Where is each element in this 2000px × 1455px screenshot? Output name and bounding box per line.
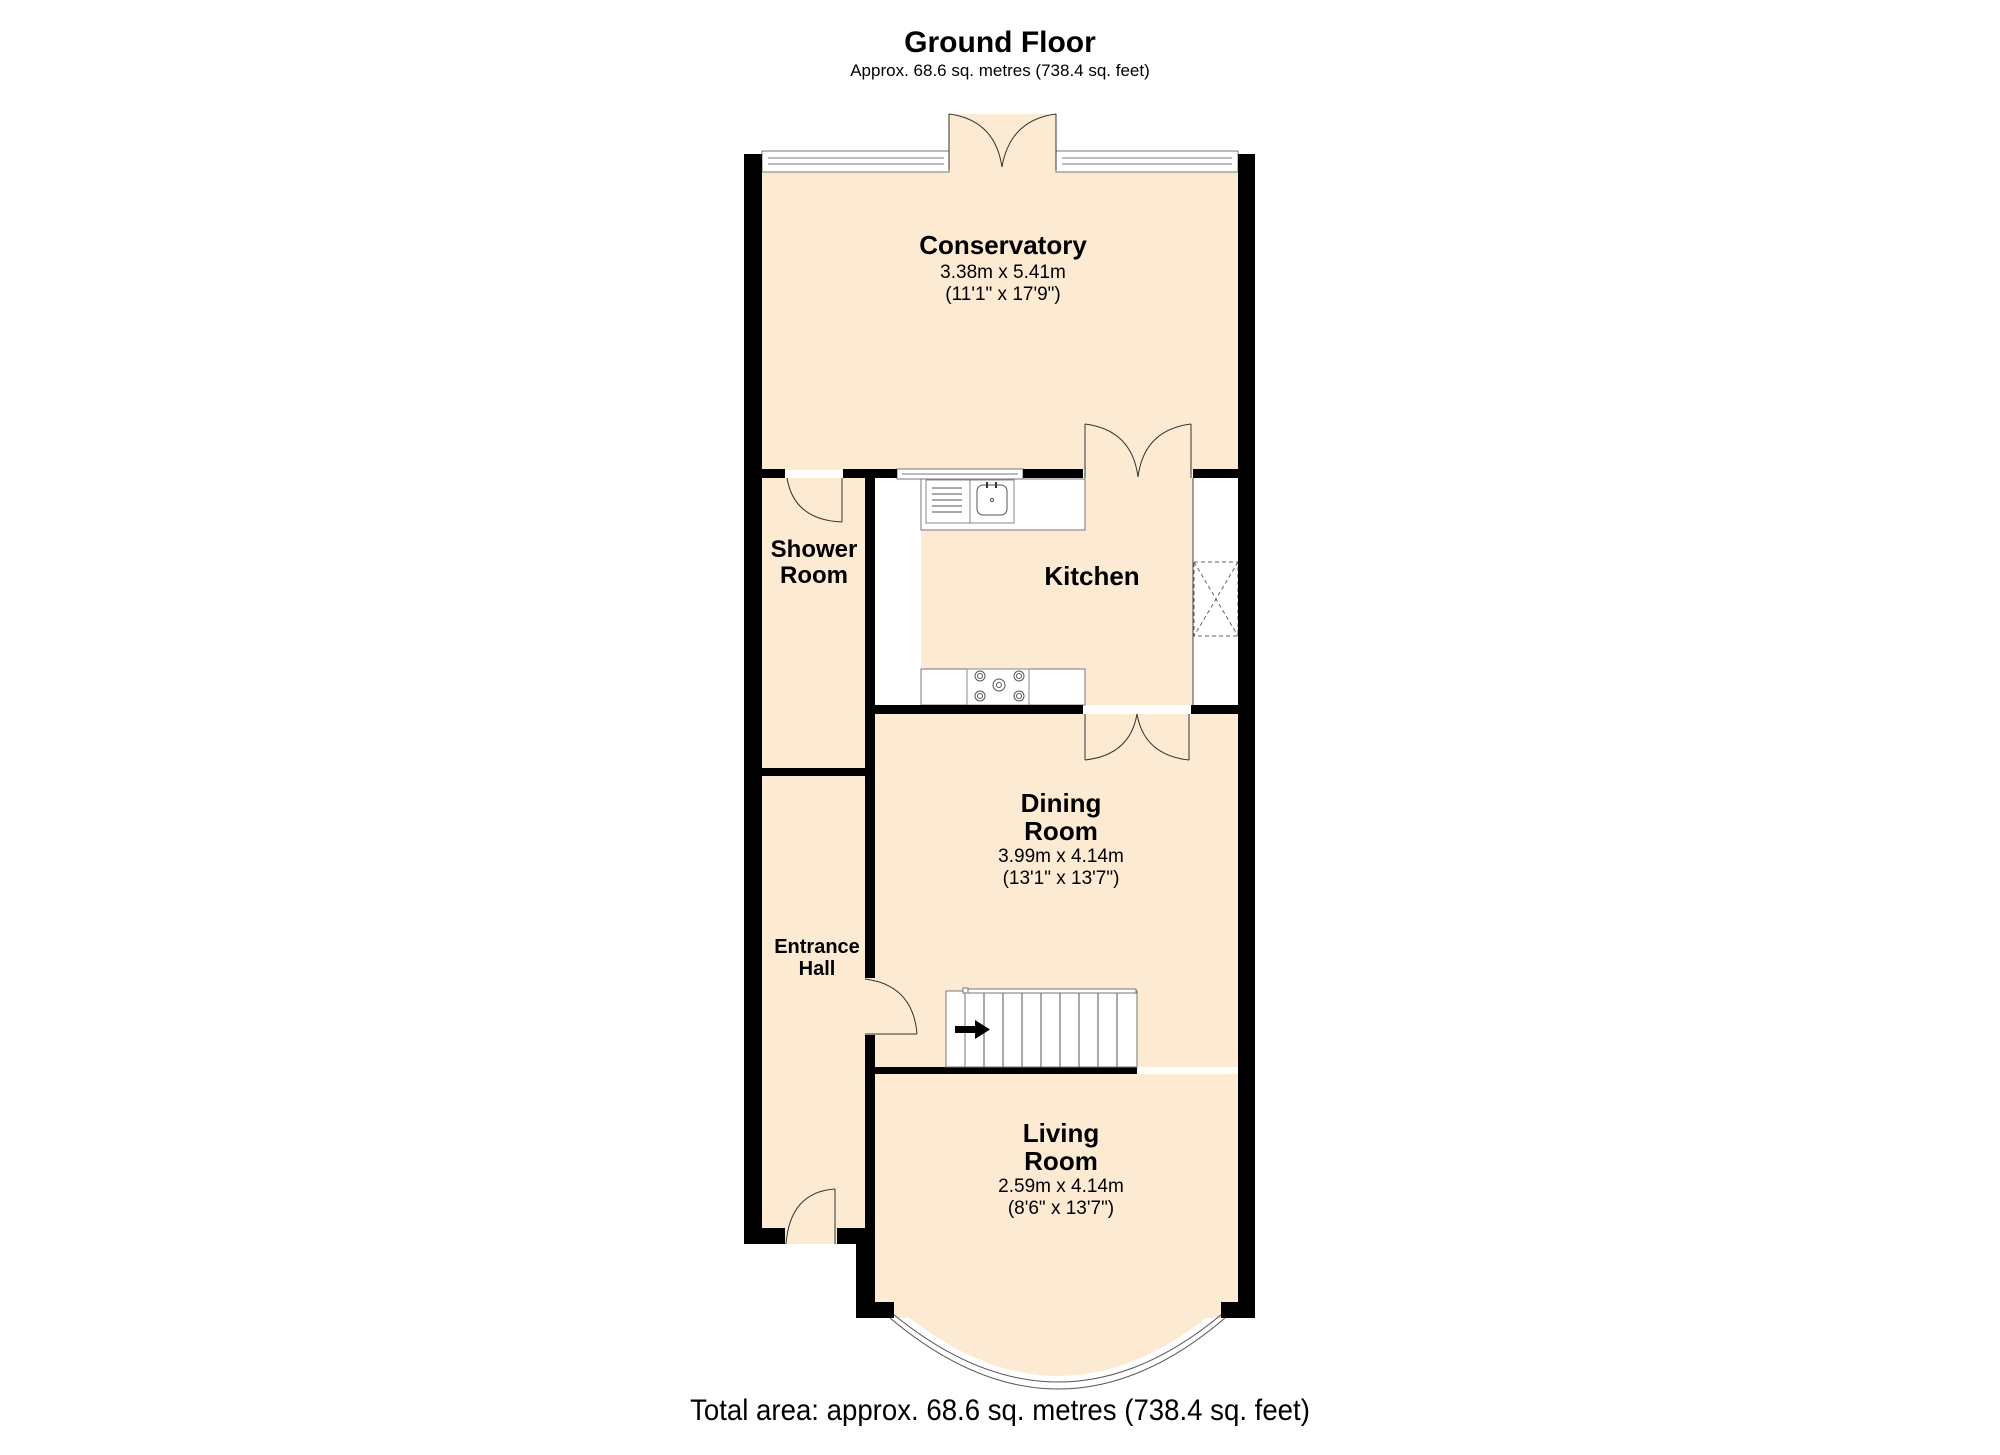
room-name: Kitchen <box>1044 561 1139 591</box>
room-dimensions-metric: 2.59m x 4.14m <box>998 1176 1124 1197</box>
room-kitchen: Kitchen <box>1044 561 1139 591</box>
front-door-area <box>785 1228 837 1244</box>
front-door-icon <box>785 1188 836 1245</box>
shower-top-wall-a <box>762 469 785 478</box>
door-icons <box>785 113 1192 1245</box>
kitchen-bottom-wall-a <box>875 705 1083 714</box>
conservatory-window-left <box>761 150 950 173</box>
room-dining-room: Dining Room 3.99m x 4.14m (13'1" x 13'7"… <box>998 788 1124 889</box>
stairs-up-arrow-icon <box>955 1020 990 1039</box>
room-dimensions-imperial: (8'6" x 13'7") <box>1008 1198 1114 1219</box>
hall-to-dining-door-icon <box>864 978 918 1035</box>
left-outer-wall <box>744 154 762 1244</box>
kitchen-bottom-wall-b <box>1191 705 1238 714</box>
hall-door-area <box>865 978 875 1035</box>
room-dimensions-imperial: (13'1" x 13'7") <box>1003 868 1120 889</box>
room-dimensions-metric: 3.38m x 5.41m <box>940 262 1066 283</box>
room-name: Dining <box>1021 788 1102 818</box>
room-name-line2: Room <box>780 562 848 589</box>
room-name: Living <box>1023 1118 1100 1148</box>
kitchen-fixtures <box>920 478 1239 706</box>
floor-area-subtitle: Approx. 68.6 sq. metres (738.4 sq. feet) <box>850 61 1150 80</box>
hall-right-wall <box>865 1035 875 1228</box>
conservatory-floor <box>762 168 1238 470</box>
floor-fills <box>762 114 1238 1376</box>
living-room-floor <box>875 1074 1238 1318</box>
room-name: Conservatory <box>919 230 1087 260</box>
living-left-wall <box>856 1228 875 1318</box>
shower-room-door-icon <box>786 477 843 523</box>
room-entrance-hall: Entrance Hall <box>774 936 860 980</box>
stairs-icon <box>945 987 1138 1068</box>
right-outer-wall <box>1238 154 1255 1318</box>
room-dimensions-imperial: (11'1" x 17'9") <box>945 284 1060 305</box>
kitchen-door-top-area <box>1085 424 1191 480</box>
conservatory-door-area <box>949 114 1056 170</box>
bay-left-pier <box>856 1302 894 1318</box>
conservatory-window-right <box>1055 150 1239 173</box>
kitchen-top-wall-a <box>1023 469 1083 478</box>
kitchen-bottom-french-door-icon <box>1084 713 1190 761</box>
window-icons <box>761 150 1239 1390</box>
kitchen-top-wall-b <box>1193 469 1238 478</box>
shower-room-floor <box>762 478 865 768</box>
room-name: Shower <box>771 536 858 563</box>
kitchen-floor <box>921 478 1193 705</box>
room-living-room: Living Room 2.59m x 4.14m (8'6" x 13'7") <box>998 1118 1124 1219</box>
appliance-space-icon <box>1193 561 1239 637</box>
total-area-footer: Total area: approx. 68.6 sq. metres (738… <box>690 1394 1310 1427</box>
hall-bottom-wall-a <box>744 1228 785 1244</box>
bay-right-pier <box>1221 1302 1255 1318</box>
kitchen-top-french-door-icon <box>1084 423 1192 478</box>
kitchen-left-wall <box>865 469 875 978</box>
room-name-line2: Hall <box>799 958 836 980</box>
living-top-wall <box>875 1067 1137 1074</box>
shower-hall-divider <box>762 768 865 776</box>
bay-window-floor <box>890 1302 1225 1376</box>
conservatory-french-door-icon <box>948 113 1057 170</box>
room-name-line2: Room <box>1024 1146 1098 1176</box>
bay-window <box>889 1317 1226 1390</box>
entrance-hall-floor <box>762 776 865 1229</box>
room-conservatory: Conservatory 3.38m x 5.41m (11'1" x 17'9… <box>919 230 1087 305</box>
room-name: Entrance <box>774 936 860 958</box>
room-name-line2: Room <box>1024 816 1098 846</box>
floor-title: Ground Floor <box>904 26 1096 59</box>
sink-icon <box>925 479 1015 524</box>
room-dimensions-metric: 3.99m x 4.14m <box>998 846 1124 867</box>
walls <box>744 154 1255 1318</box>
hob-icon <box>966 668 1030 706</box>
room-shower-room: Shower Room <box>771 536 858 589</box>
